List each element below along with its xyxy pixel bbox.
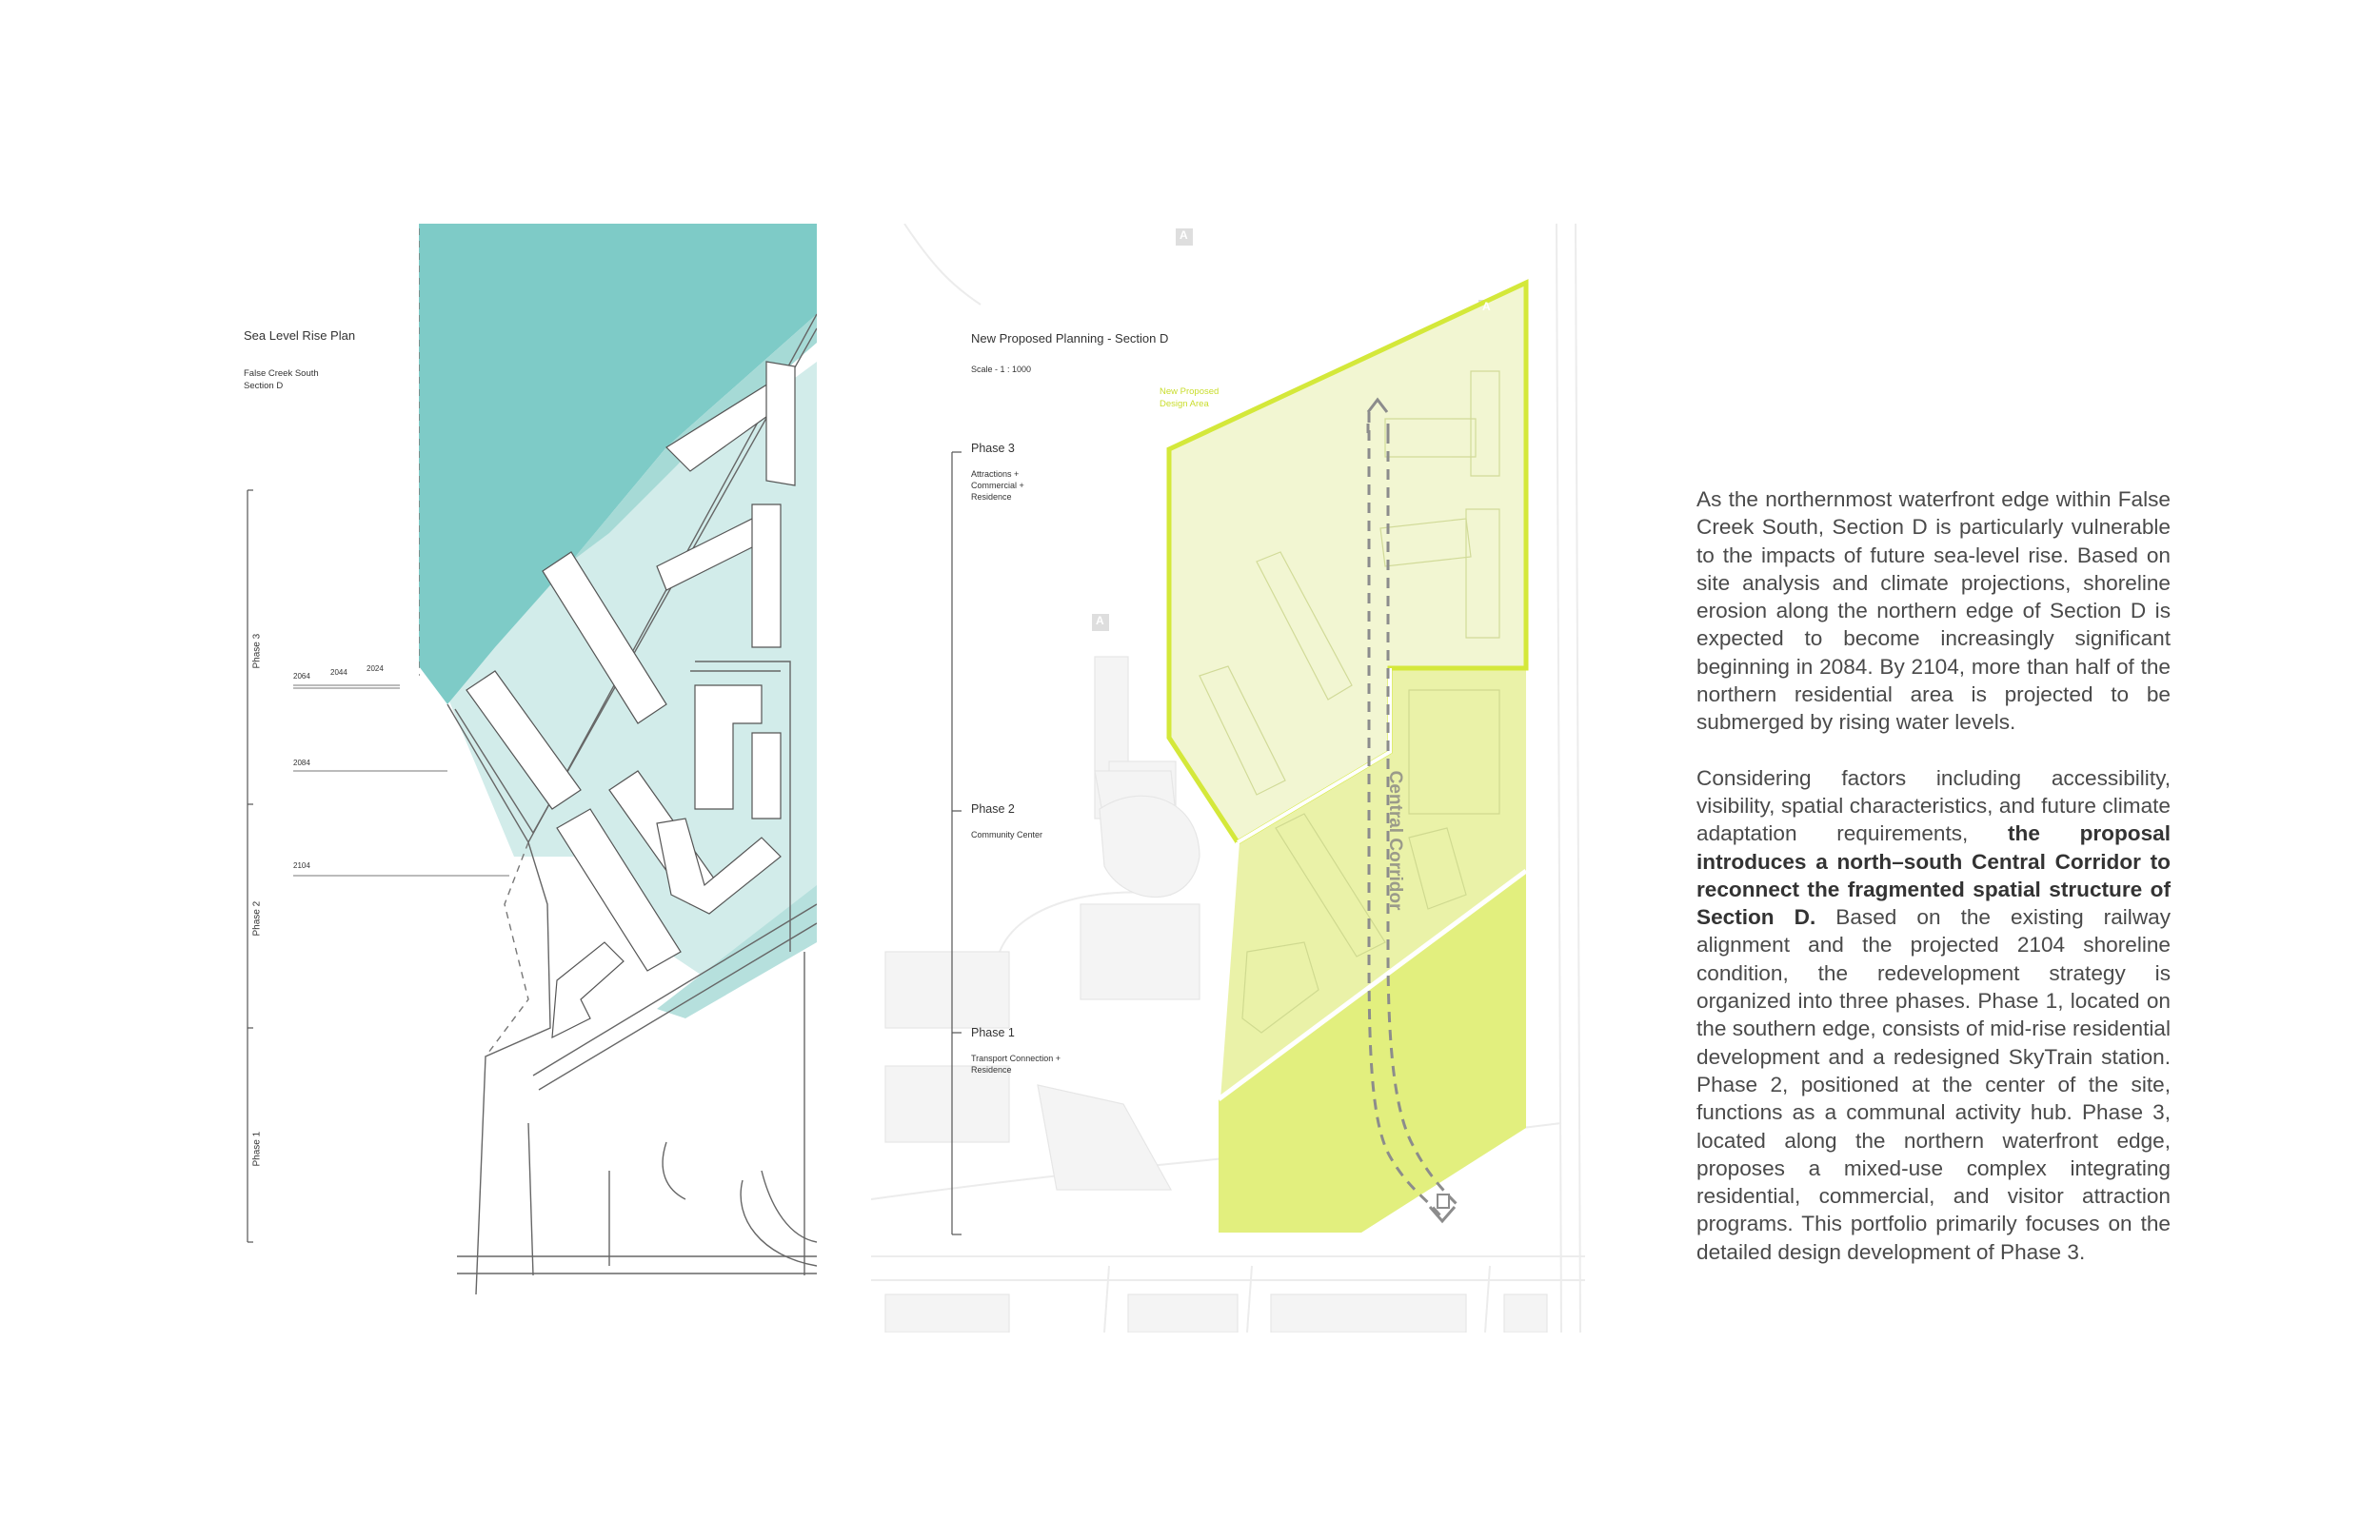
right-phase-1: Phase 1 Transport Connection + Residence [971, 1026, 1085, 1076]
design-area-label: New Proposed Design Area [1160, 385, 1219, 410]
phase-desc-line: Residence [971, 1065, 1012, 1075]
year-2084: 2084 [293, 759, 310, 767]
year-2064: 2064 [293, 672, 310, 681]
phase-desc-line: Attractions + [971, 469, 1020, 479]
right-phase-3: Phase 3 Attractions + Commercial + Resid… [971, 442, 1085, 503]
station-marker-icon: A [1482, 300, 1491, 313]
design-area-label-line-1: New Proposed [1160, 386, 1220, 397]
left-phase-1-label: Phase 1 [251, 1131, 263, 1167]
right-map-scale: Scale - 1 : 1000 [971, 365, 1032, 374]
year-2024: 2024 [367, 664, 384, 673]
right-phase-3-label: Phase 3 [971, 442, 1015, 455]
phase-desc-line: Community Center [971, 830, 1043, 839]
right-phase-2-label: Phase 2 [971, 802, 1015, 816]
right-phase-3-desc: Attractions + Commercial + Residence [971, 468, 1085, 503]
left-phase-2-label: Phase 2 [251, 900, 263, 937]
phase-desc-line: Commercial + [971, 481, 1024, 490]
left-map-subtitle-2: Section D [244, 381, 284, 391]
design-area-label-line-2: Design Area [1160, 399, 1209, 409]
station-marker-icon: A [1096, 614, 1104, 627]
description-p2-emphasis: the proposal introduces a north–south Ce… [1696, 821, 2171, 930]
description-p2-end: Based on the existing railway alignment … [1696, 905, 2171, 1264]
station-marker-icon: A [1180, 228, 1188, 242]
phase-desc-line: Transport Connection + [971, 1054, 1061, 1063]
left-phase-3-label: Phase 3 [251, 633, 263, 669]
right-phase-1-label: Phase 1 [971, 1026, 1015, 1039]
description-paragraph-1: As the northernmost waterfront edge with… [1696, 487, 2171, 735]
right-map-title: New Proposed Planning - Section D [971, 331, 1169, 346]
right-phase-2: Phase 2 Community Center [971, 802, 1085, 840]
right-phase-1-desc: Transport Connection + Residence [971, 1053, 1085, 1076]
description-paragraph-2: Considering factors including accessibil… [1696, 764, 2171, 1266]
right-phase-2-desc: Community Center [971, 829, 1085, 840]
left-map-subtitle-1: False Creek South [244, 368, 319, 379]
description-p2-start: Considering factors including accessibil… [1696, 765, 2171, 846]
year-2104: 2104 [293, 861, 310, 870]
year-2044: 2044 [330, 668, 347, 677]
central-corridor-label: Central Corridor [1385, 770, 1405, 911]
phase-desc-line: Residence [971, 492, 1012, 502]
left-map-title: Sea Level Rise Plan [244, 328, 356, 343]
project-description: As the northernmost waterfront edge with… [1696, 485, 2171, 1293]
